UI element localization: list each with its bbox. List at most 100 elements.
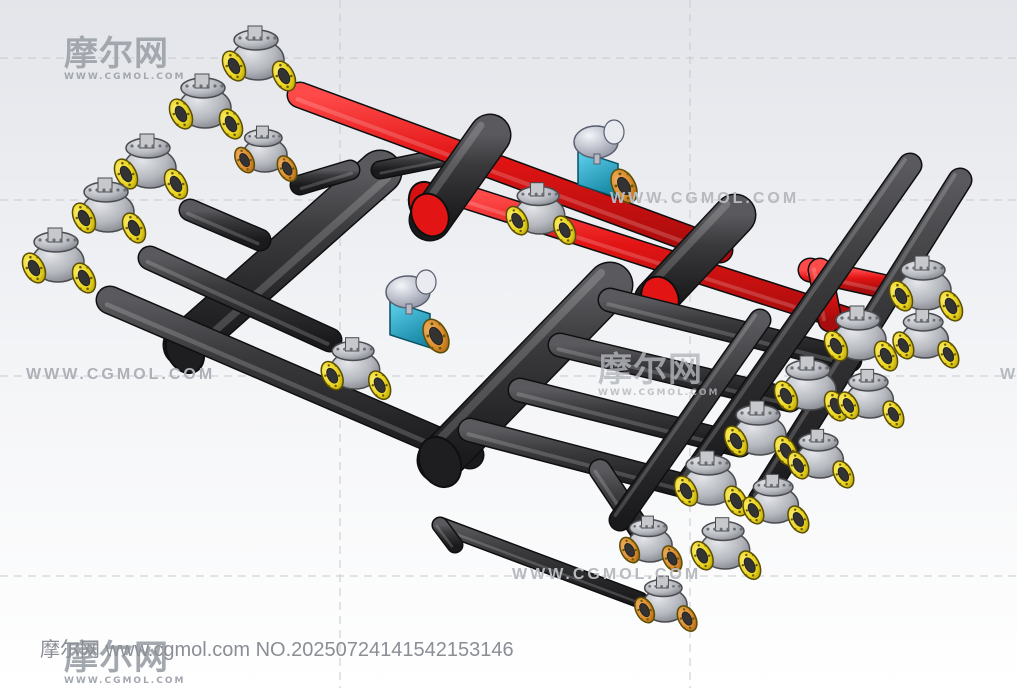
valve-left-5-cap xyxy=(47,227,63,243)
valve-right-10-bolt xyxy=(739,527,743,531)
branch-pipe-1 xyxy=(97,287,483,468)
valve-right-3-flange-right-bolt xyxy=(943,362,947,366)
branch-pipe-3-highlight xyxy=(185,211,260,246)
valve-right-5-bolt xyxy=(864,378,868,382)
valve-left-4-flange-left-bolt xyxy=(79,227,82,231)
bottom-drain-pipe-highlight xyxy=(437,526,640,604)
valve-right-10-bolt xyxy=(706,527,710,531)
valve-gray-small-bolt xyxy=(272,134,275,138)
valve-bottom-2-bolt xyxy=(648,584,652,588)
valve-right-6-flange-left-bolt xyxy=(741,439,745,443)
valve-right-8-flange-left-bolt xyxy=(691,489,695,493)
valve-top-2-flange-left-bolt xyxy=(176,123,179,127)
valve-right-4-bolt xyxy=(797,366,801,370)
right-cross-header-highlight xyxy=(643,200,731,293)
valve-right-7-flange-right-bolt xyxy=(845,463,848,466)
valve-right-1-flange-right-bolt xyxy=(953,293,956,297)
flow-meter-left-flange-bolt xyxy=(430,346,434,350)
valve-bottom-1-flange-right-bolt xyxy=(673,566,677,569)
branch-pipe-1-highlight xyxy=(104,302,470,462)
valve-right-4-flange-left-bolt xyxy=(781,405,784,409)
valve-left-3-cap xyxy=(139,133,155,149)
valve-right-10-flange-left-bolt xyxy=(704,564,707,568)
valve-top-2-flange-right-bolt xyxy=(226,111,229,115)
valve-mid-1-flange-right-bore xyxy=(373,377,386,393)
flow-meter-left-neck xyxy=(405,303,413,315)
valve-left-4-flange-right-bolt xyxy=(136,215,139,219)
valve-left-5-bolt xyxy=(52,238,56,242)
valve-left-3-flange-right-bolt xyxy=(171,171,174,175)
valve-right-2-flange-right-bolt xyxy=(881,365,884,369)
valve-mid-1-flange-left-bolt xyxy=(334,384,337,388)
valve-mid-1-flange-left-bolt xyxy=(327,364,330,367)
valve-right-9-flange-right-bolt xyxy=(790,518,794,521)
valve-bottom-2-flange-left-bolt xyxy=(649,608,652,612)
valve-left-4-bolt xyxy=(109,188,113,192)
valve-top-1-flange-left-bolt xyxy=(229,75,232,79)
valve-gray-small-flange-left-bolt xyxy=(237,158,240,162)
valve-right-2-bolt xyxy=(875,316,879,320)
valve-right-2-flange-left-bolt xyxy=(841,344,845,348)
valve-right-7-flange-right-bolt xyxy=(848,473,852,476)
valve-right-6-cap xyxy=(749,400,765,416)
valve-bottom-1-bolt xyxy=(657,524,660,528)
flow-meter-top-flange-bolt xyxy=(626,172,630,176)
valve-right-8-bolt xyxy=(690,461,694,465)
valve-top-2-flange-left-bolt xyxy=(172,112,176,116)
branch-pipe-4 xyxy=(291,161,359,194)
valve-right-10-flange-right-bolt xyxy=(751,553,755,557)
valve-right-1-bolt xyxy=(905,266,909,270)
valve-mid-red-cap xyxy=(530,182,545,197)
valve-mid-red-flange-left-bolt xyxy=(509,219,512,222)
valve-bottom-1-bolt xyxy=(633,524,637,528)
valve-right-7-flange-right-bolt xyxy=(838,463,842,466)
valve-left-4-flange-left-bolt xyxy=(86,205,89,209)
valve-right-7-flange-right-bolt xyxy=(835,473,839,476)
valve-right-9-flange-right-bore xyxy=(792,511,805,527)
valve-mid-red-flange-left-bolt xyxy=(519,229,522,233)
valve-right-4-bolt xyxy=(811,366,815,370)
valve-right-1-flange-right-bolt xyxy=(953,315,956,319)
valve-gray-small-flange-right-bolt xyxy=(288,176,292,179)
valve-right-2-flange-left-bolt xyxy=(831,333,834,337)
valve-right-7-flange-left-bore xyxy=(792,457,805,473)
valve-left-4-flange-right-bolt xyxy=(129,237,132,241)
valve-left-3-flange-left-bolt xyxy=(128,161,131,165)
valve-top-2-flange-right-bore xyxy=(224,115,238,133)
valve-top-2-flange-left-bolt xyxy=(186,112,190,116)
valve-mid-red-flange-left-bolt xyxy=(522,219,526,222)
valve-mid-1-flange-left-bolt xyxy=(327,384,330,388)
valve-right-1-bolt xyxy=(919,266,923,270)
valve-right-4-bolt xyxy=(790,366,794,370)
valve-left-5-flange-right-bolt xyxy=(89,276,93,280)
valve-bottom-2-flange-right-bolt xyxy=(682,626,686,629)
valve-bottom-2-flange-right-bolt xyxy=(688,608,692,611)
valve-right-5-bolt xyxy=(852,378,856,382)
valve-right-9-flange-right-bolt xyxy=(800,527,803,531)
valve-right-8-flange-left-bolt xyxy=(677,489,681,493)
valve-bottom-1-flange-left-bolt xyxy=(634,548,637,552)
valve-gray-small-flange-left-bolt xyxy=(246,168,249,171)
valve-left-3-bolt xyxy=(144,144,148,148)
valve-right-10-flange-right-bolt xyxy=(751,574,755,577)
flow-meter-top-flange-bolt xyxy=(614,184,618,188)
valve-right-4-flange-right-bolt xyxy=(827,404,831,408)
valve-bottom-2-bolt xyxy=(672,584,675,588)
valve-right-6-flange-left-bolt xyxy=(738,428,741,432)
valve-bottom-1-bolt xyxy=(663,524,666,528)
valve-left-4-flange-left-bolt xyxy=(86,227,89,231)
branch-pipe-3 xyxy=(180,200,270,250)
valve-mid-1-bolt xyxy=(356,347,360,351)
valve-right-6-bolt xyxy=(740,411,744,415)
valve-right-1-flange-right-bolt xyxy=(946,293,949,297)
valve-bottom-2-flange-left-bolt xyxy=(637,608,640,612)
valve-right-4-flange-left-bore xyxy=(779,387,793,405)
valve-left-3-flange-right-bolt xyxy=(178,171,181,175)
valve-right-10-flange-left-bolt xyxy=(694,554,697,557)
valve-right-9-bolt xyxy=(763,483,767,487)
valve-left-5-flange-left-bore xyxy=(27,259,41,277)
valve-bottom-1-flange-right-bolt xyxy=(667,548,671,551)
valve-bottom-1-flange-left-bolt xyxy=(631,558,634,561)
